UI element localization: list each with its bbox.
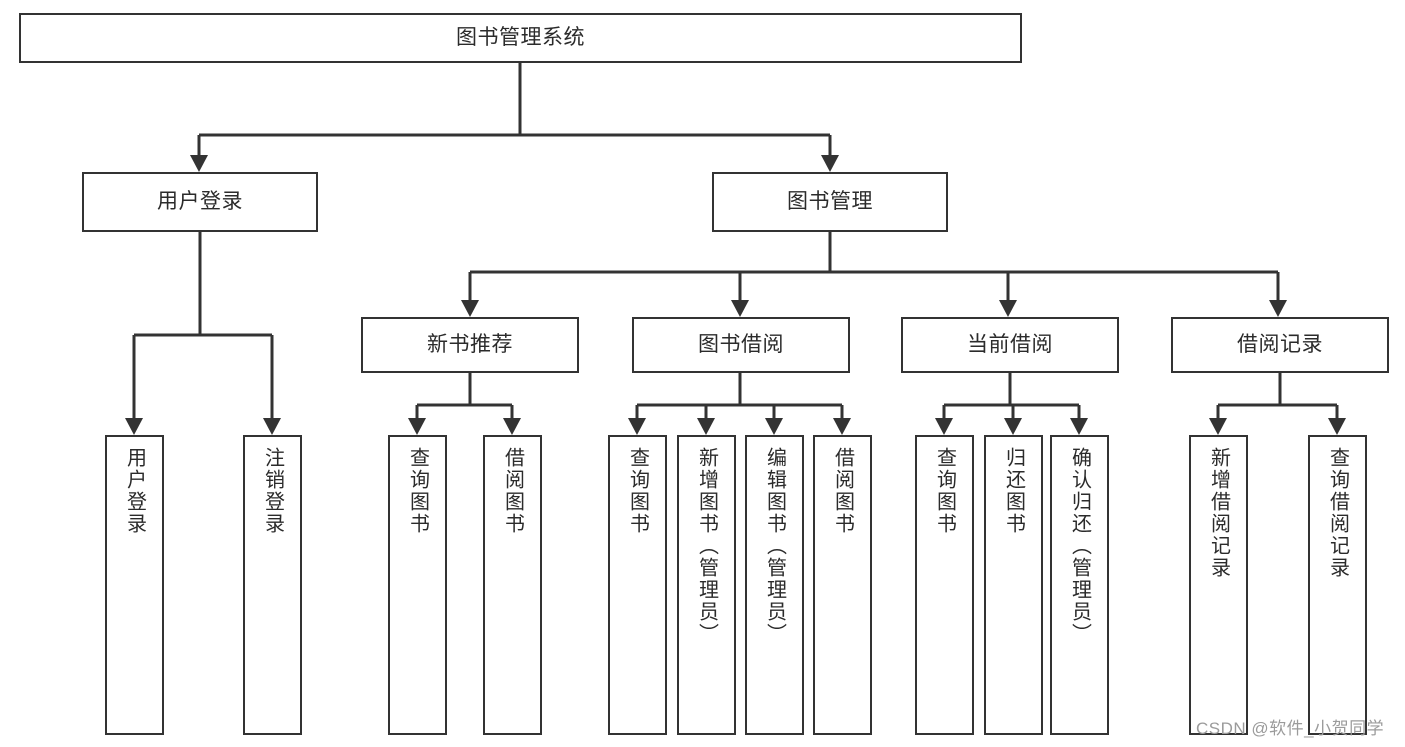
- connector-arrowhead-book-borrow-to-leaves-0: [628, 418, 646, 435]
- node-leaf-borrow-book-2: 借阅图书: [813, 435, 872, 735]
- node-label-leaf-query-record: 查询借阅记录: [1326, 447, 1349, 579]
- connector-arrowhead-book-borrow-to-leaves-1: [697, 418, 715, 435]
- connector-arrowhead-book-manage-to-level2-1: [731, 300, 749, 317]
- node-leaf-add-record: 新增借阅记录: [1189, 435, 1248, 735]
- connector-arrowhead-borrow-record-to-leaves-1: [1328, 418, 1346, 435]
- node-label-leaf-query-book-3: 查询图书: [933, 447, 956, 535]
- node-label-leaf-add-record: 新增借阅记录: [1207, 447, 1230, 579]
- node-leaf-query-book-2: 查询图书: [608, 435, 667, 735]
- node-current-borrow: 当前借阅: [901, 317, 1119, 373]
- connector-arrowhead-root-to-level1-0: [190, 155, 208, 172]
- node-root: 图书管理系统: [19, 13, 1022, 63]
- node-label-current-borrow: 当前借阅: [967, 332, 1053, 356]
- node-leaf-return-book: 归还图书: [984, 435, 1043, 735]
- node-user-login: 用户登录: [82, 172, 318, 232]
- node-new-book-recommend: 新书推荐: [361, 317, 579, 373]
- node-leaf-query-record: 查询借阅记录: [1308, 435, 1367, 735]
- node-label-leaf-confirm-return: 确认归还（管理员）: [1068, 447, 1091, 645]
- connector-arrowhead-new-book-recommend-to-leaves-1: [503, 418, 521, 435]
- node-label-user-login: 用户登录: [157, 189, 243, 213]
- connector-arrowhead-borrow-record-to-leaves-0: [1209, 418, 1227, 435]
- node-leaf-query-book-3: 查询图书: [915, 435, 974, 735]
- node-leaf-confirm-return: 确认归还（管理员）: [1050, 435, 1109, 735]
- node-label-leaf-query-book-1: 查询图书: [406, 447, 429, 535]
- node-borrow-record: 借阅记录: [1171, 317, 1389, 373]
- node-book-manage: 图书管理: [712, 172, 948, 232]
- node-label-book-manage: 图书管理: [787, 189, 873, 213]
- connector-arrowhead-user-login-to-leaves-0: [125, 418, 143, 435]
- connector-arrowhead-current-borrow-to-leaves-1: [1004, 418, 1022, 435]
- connector-arrowhead-book-manage-to-level2-0: [461, 300, 479, 317]
- node-label-new-book-recommend: 新书推荐: [427, 332, 513, 356]
- node-leaf-logout-login: 注销登录: [243, 435, 302, 735]
- connector-arrowhead-root-to-level1-1: [821, 155, 839, 172]
- node-leaf-user-login: 用户登录: [105, 435, 164, 735]
- node-label-leaf-borrow-book-1: 借阅图书: [501, 447, 524, 535]
- connector-arrowhead-user-login-to-leaves-1: [263, 418, 281, 435]
- connector-arrowhead-book-manage-to-level2-2: [999, 300, 1017, 317]
- node-label-leaf-user-login: 用户登录: [123, 447, 146, 535]
- connector-arrowhead-book-manage-to-level2-3: [1269, 300, 1287, 317]
- connector-arrowhead-current-borrow-to-leaves-0: [935, 418, 953, 435]
- connector-arrowhead-new-book-recommend-to-leaves-0: [408, 418, 426, 435]
- node-book-borrow: 图书借阅: [632, 317, 850, 373]
- node-label-book-borrow: 图书借阅: [698, 332, 784, 356]
- connector-arrowhead-book-borrow-to-leaves-3: [833, 418, 851, 435]
- node-label-leaf-add-book-admin: 新增图书（管理员）: [695, 447, 718, 645]
- node-leaf-query-book-1: 查询图书: [388, 435, 447, 735]
- node-label-leaf-query-book-2: 查询图书: [626, 447, 649, 535]
- node-leaf-edit-book-admin: 编辑图书（管理员）: [745, 435, 804, 735]
- node-label-leaf-edit-book-admin: 编辑图书（管理员）: [763, 447, 786, 645]
- node-label-borrow-record: 借阅记录: [1237, 332, 1323, 356]
- node-label-leaf-borrow-book-2: 借阅图书: [831, 447, 854, 535]
- node-label-root: 图书管理系统: [456, 25, 585, 49]
- connector-arrowhead-current-borrow-to-leaves-2: [1070, 418, 1088, 435]
- node-label-leaf-logout-login: 注销登录: [261, 447, 284, 535]
- node-leaf-add-book-admin: 新增图书（管理员）: [677, 435, 736, 735]
- watermark-label: CSDN @软件_小贺同学: [1196, 719, 1385, 738]
- node-leaf-borrow-book-1: 借阅图书: [483, 435, 542, 735]
- connector-arrowhead-book-borrow-to-leaves-2: [765, 418, 783, 435]
- node-label-leaf-return-book: 归还图书: [1002, 447, 1025, 535]
